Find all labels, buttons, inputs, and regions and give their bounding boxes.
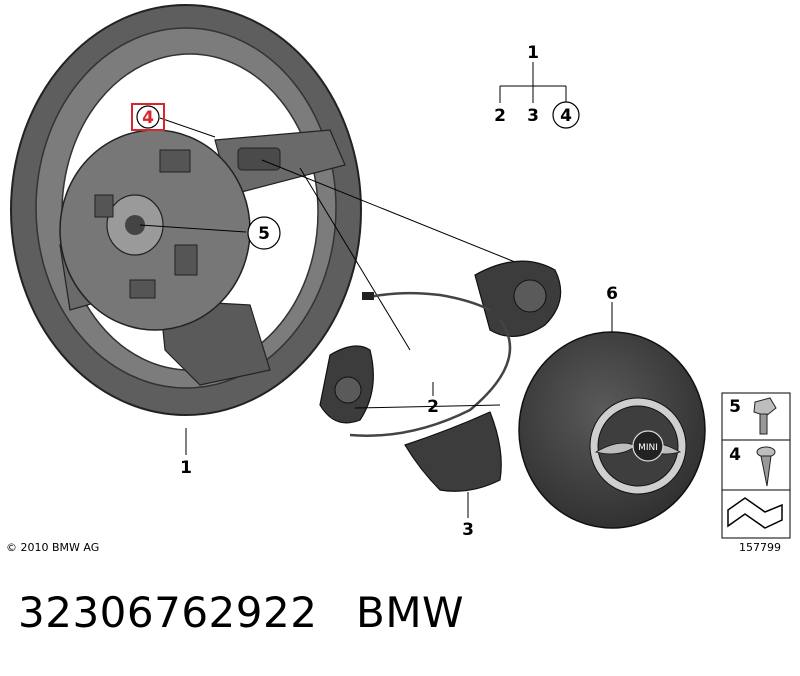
trim-cover: [404, 411, 502, 492]
callout-airbag: 6: [606, 284, 618, 304]
part-number: 32306762922: [18, 588, 318, 637]
steering-wheel: [10, 4, 362, 416]
highlight-box: [131, 103, 165, 131]
leader-lines: [139, 62, 613, 518]
airbag-logo: MINI: [638, 443, 658, 453]
brand-name: BMW: [356, 588, 465, 637]
bracket-icon: [727, 497, 783, 529]
screw-4-icon: [756, 446, 776, 487]
tree-callout-3: 3: [527, 106, 539, 126]
tree-callout-4: 4: [560, 106, 572, 126]
callout-circle-5: [247, 216, 281, 250]
callout-wheel-5: 5: [258, 224, 270, 244]
multifunction-switches: [319, 260, 562, 437]
callout-wheel-4: 4: [142, 108, 154, 128]
tree-callout-1: 1: [527, 43, 539, 63]
tree-callout-2: 2: [494, 106, 506, 126]
hardware-callout-5: 5: [729, 397, 741, 417]
callout-trim: 3: [462, 520, 474, 540]
screw-5-icon: [753, 397, 777, 435]
callout-switches: 2: [427, 397, 439, 417]
copyright-notice: © 2010 BMW AG: [6, 541, 100, 554]
tree-circle-4: [552, 101, 580, 129]
callout-wheel: 1: [180, 458, 192, 478]
airbag-module: MINI: [518, 331, 706, 529]
hardware-callout-4: 4: [729, 445, 741, 465]
image-number: 157799: [739, 541, 781, 554]
hardware-box: [721, 392, 791, 539]
callout-labels: 1 4 5 2 3 6 1 2 3 4 5 4: [142, 43, 741, 540]
callout-circle-4: [136, 105, 160, 129]
